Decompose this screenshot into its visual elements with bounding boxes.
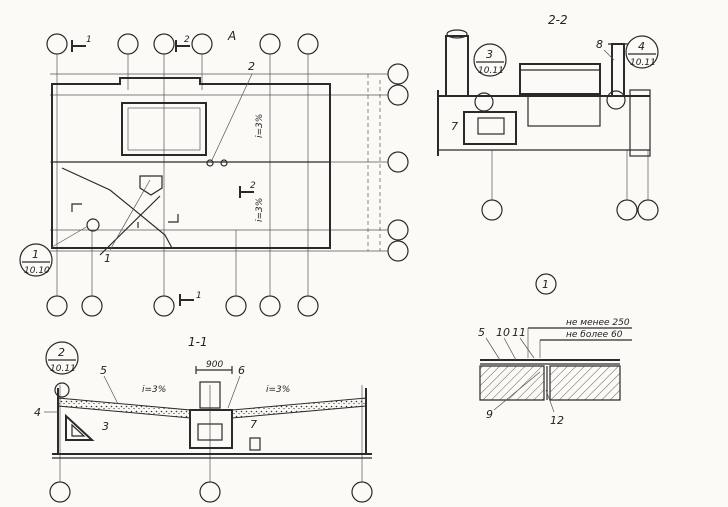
detail-ref-4-sheet: 10.11 bbox=[630, 58, 656, 68]
section-mark-2-top: 2 bbox=[184, 35, 190, 45]
detail-1-bubble bbox=[535, 273, 557, 295]
detail-ref-1-sheet: 10.10 bbox=[24, 266, 50, 276]
detail-1-callout-12: 12 bbox=[550, 414, 564, 427]
detail-1-callout-10: 10 bbox=[496, 326, 510, 339]
section-mark-2-mid: 2 bbox=[250, 181, 256, 191]
plan-slope-label-upper: i=3% bbox=[255, 114, 265, 138]
detail-ref-3-sheet: 10.11 bbox=[478, 66, 504, 76]
section-11-callout-6: 6 bbox=[238, 364, 245, 377]
section-11-slope-left: i=3% bbox=[142, 385, 166, 395]
detail-1-callout-9: 9 bbox=[486, 408, 493, 421]
detail-ref-2-sheet: 10.11 bbox=[50, 364, 76, 374]
section-2-2: 2-2 7 8 3 10.11 4 bbox=[437, 13, 659, 221]
section-mark-1-top: 1 bbox=[86, 35, 92, 45]
plan-callout-2: 2 bbox=[248, 60, 255, 73]
detail-1-note-max: не более 60 bbox=[566, 330, 623, 340]
skylight-opening bbox=[121, 102, 207, 156]
plan-right-axis-bubbles bbox=[387, 63, 409, 262]
detail-1-title: 1 bbox=[542, 278, 549, 291]
detail-1-callout-5: 5 bbox=[478, 326, 485, 339]
plan-bottom-axis-bubbles bbox=[46, 295, 319, 317]
detail-ref-4-bubble bbox=[625, 35, 659, 69]
detail-ref-2-num: 2 bbox=[58, 346, 65, 359]
detail-1-note-min: не менее 250 bbox=[566, 318, 630, 328]
plan-top-axis-bubbles bbox=[46, 33, 319, 55]
section-11-dimension: 900 bbox=[206, 360, 223, 370]
section-11-callout-7: 7 bbox=[250, 418, 257, 431]
section-mark-1-bottom: 1 bbox=[196, 291, 202, 301]
detail-ref-1-num: 1 bbox=[32, 248, 39, 261]
section-22-title: 2-2 bbox=[548, 13, 568, 27]
section-22-callout-8: 8 bbox=[596, 38, 603, 51]
plan-view: 1 2 2 1 А 2 1 i=3% i=3% 1 10.10 bbox=[19, 29, 409, 317]
roof-drain bbox=[139, 175, 163, 196]
section-11-slope-right: i=3% bbox=[266, 385, 290, 395]
plan-slope-label-lower: i=3% bbox=[255, 198, 265, 222]
section-11-callout-5: 5 bbox=[100, 364, 107, 377]
plan-node-marker bbox=[86, 218, 100, 232]
section-1-1: 1-1 900 i=3% i=3% 5 6 4 3 bbox=[34, 335, 373, 503]
section-11-callout-4: 4 bbox=[34, 406, 41, 419]
plan-axis-letter: А bbox=[227, 29, 236, 43]
detail-ref-3-bubble bbox=[473, 43, 507, 77]
detail-1: 1 не менее 250 не более 60 5 10 11 9 12 bbox=[478, 273, 632, 427]
detail-ref-4-num: 4 bbox=[638, 40, 645, 53]
section-11-title: 1-1 bbox=[188, 335, 208, 349]
detail-1-callout-11: 11 bbox=[512, 326, 526, 339]
detail-ref-1-bubble bbox=[19, 243, 53, 277]
plan-callout-1: 1 bbox=[104, 252, 111, 265]
detail-ref-2-bubble bbox=[45, 341, 79, 375]
detail-ref-3-num: 3 bbox=[486, 48, 493, 61]
section-11-callout-3: 3 bbox=[102, 420, 109, 433]
section-22-callout-7: 7 bbox=[451, 120, 458, 133]
